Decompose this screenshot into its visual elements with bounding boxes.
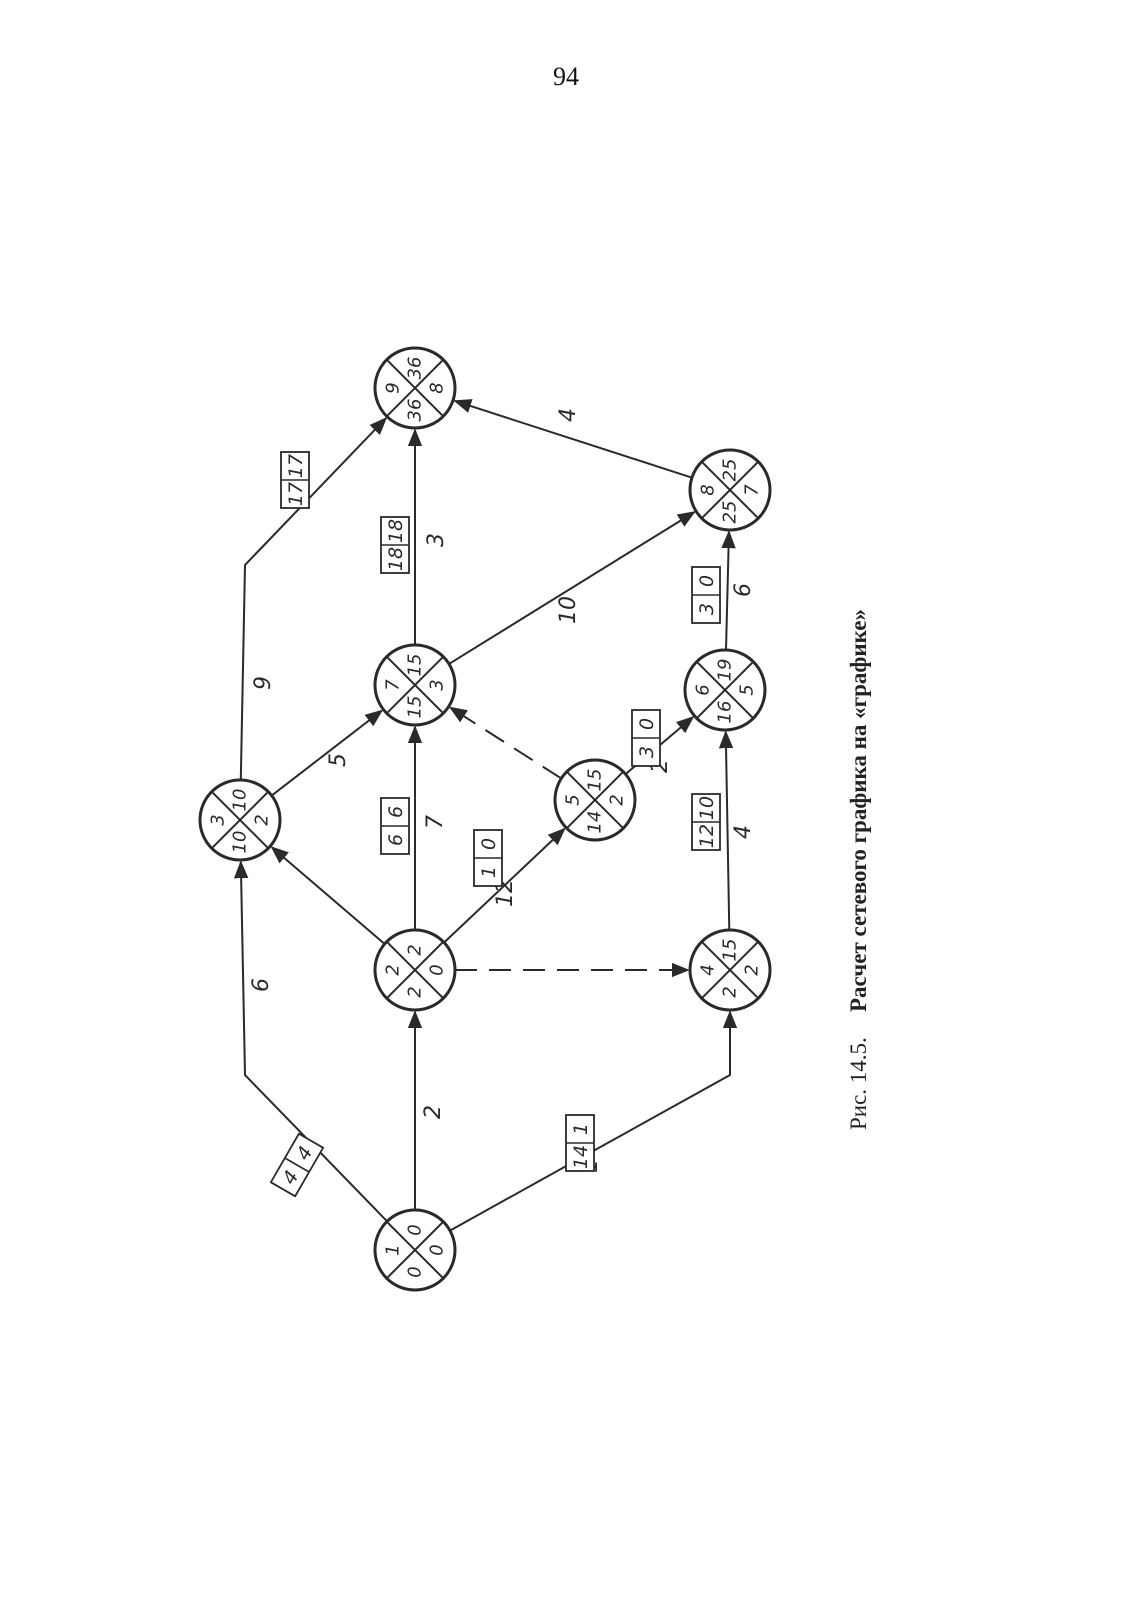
node-7-bottom: 15	[405, 696, 426, 719]
node-4-bottom: 2	[720, 986, 741, 997]
reserve-free-4-6: 10	[696, 796, 718, 820]
page-number: 94	[553, 62, 579, 91]
reserve-free-5-6: 0	[636, 718, 658, 730]
reserve-box-6-8: 30	[691, 566, 721, 624]
node-4-top: 15	[720, 939, 741, 962]
reserve-free-1-4: 1	[570, 1123, 592, 1135]
node-8-id: 8	[698, 484, 719, 495]
edge-2-5	[443, 827, 566, 944]
reserve-box-5-6: 30	[631, 709, 661, 767]
node-2-id: 2	[383, 964, 404, 975]
node-1-id: 1	[383, 1244, 404, 1255]
edge-duration-3-7: 5	[326, 753, 351, 767]
edge-3-9	[239, 416, 388, 781]
node-4-right: 2	[742, 964, 763, 975]
reserve-full-1-4: 14	[570, 1145, 592, 1169]
reserve-full-5-6: 3	[636, 746, 658, 758]
node-5-bottom: 14	[585, 811, 606, 834]
node-3-top: 10	[230, 789, 251, 812]
edge-duration-7-9: 3	[424, 533, 449, 547]
node-6-top: 19	[715, 659, 736, 682]
reserve-full-7-9: 18	[385, 547, 407, 571]
reserve-free-6-8: 0	[696, 575, 718, 587]
node-3-bottom: 10	[230, 831, 251, 854]
reserve-box-1-4: 14 1	[565, 1114, 595, 1172]
node-4-id: 4	[698, 964, 719, 975]
node-5-top: 15	[585, 769, 606, 792]
edge-7-8	[448, 511, 696, 665]
node-3-right: 2	[252, 814, 273, 825]
edge-5-7	[448, 706, 562, 780]
node-2-right: 0	[427, 964, 448, 975]
node-8-bottom: 25	[720, 501, 741, 524]
node-1-right: 0	[427, 1244, 448, 1255]
node-8-top: 25	[720, 459, 741, 482]
edge-duration-7-8: 10	[556, 596, 581, 624]
edge-8-9	[453, 399, 693, 479]
node-7-id: 7	[383, 679, 404, 691]
node-6-id: 6	[693, 684, 714, 695]
reserve-full-2-5: 1	[478, 866, 500, 878]
edge-4-6	[718, 730, 734, 931]
node-6-bottom: 16	[715, 701, 736, 724]
edge-3-7	[271, 709, 384, 797]
node-5-id: 5	[563, 794, 584, 805]
caption-text: Расчет сетевого графика на «графике»	[846, 609, 871, 1012]
reserve-box-1-3: 44	[269, 1132, 325, 1198]
caption-label: Рис. 14.5.	[846, 1037, 871, 1130]
node-9-bottom: 36	[405, 399, 426, 422]
node-7-right: 3	[427, 679, 448, 690]
edge-duration-1-2: 2	[421, 1105, 446, 1119]
reserve-full-4-6: 12	[696, 824, 718, 848]
node-9-right: 8	[427, 382, 448, 393]
reserve-box-2-7: 66	[380, 797, 410, 855]
edge-duration-8-9: 4	[556, 408, 581, 422]
reserve-free-2-5: 0	[478, 838, 500, 850]
caption-layer: Рис. 14.5. Расчет сетевого графика на «г…	[846, 609, 871, 1130]
node-3-id: 3	[208, 814, 229, 825]
node-1-bottom: 0	[405, 1266, 426, 1277]
node-9-id: 9	[383, 382, 404, 393]
node-5-right: 2	[607, 794, 628, 805]
node-8-right: 7	[742, 484, 763, 496]
node-2-top: 2	[405, 944, 426, 955]
edge-duration-6-8: 6	[731, 583, 756, 597]
edge-2-3	[270, 846, 386, 945]
reserve-full-3-9: 17	[285, 482, 307, 506]
node-1-top: 0	[405, 1224, 426, 1235]
reserve-full-2-7: 6	[385, 834, 407, 846]
edge-duration-2-7: 7	[423, 815, 448, 829]
reserve-free-2-7: 6	[385, 806, 407, 818]
node-9-top: 36	[405, 357, 426, 380]
reserve-full-6-8: 3	[696, 603, 718, 615]
node-2-bottom: 2	[405, 986, 426, 997]
node-7-top: 15	[405, 654, 426, 677]
edge-6-8	[721, 530, 736, 651]
reserve-free-3-9: 17	[285, 454, 307, 478]
edges-layer: 6442114176612105917172304121031818106304	[233, 399, 756, 1232]
edge-duration-1-3: 6	[249, 978, 274, 992]
nodes-layer: 1000220231021041522515214619516715315825…	[198, 346, 772, 1292]
node-6-right: 5	[737, 684, 758, 695]
edge-duration-3-9: 9	[251, 676, 276, 690]
edge-1-4	[449, 1010, 738, 1232]
reserve-free-7-9: 18	[385, 519, 407, 543]
edge-1-3	[233, 860, 388, 1223]
edge-duration-4-6: 4	[731, 825, 756, 839]
reserve-box-2-5: 10	[473, 829, 503, 887]
